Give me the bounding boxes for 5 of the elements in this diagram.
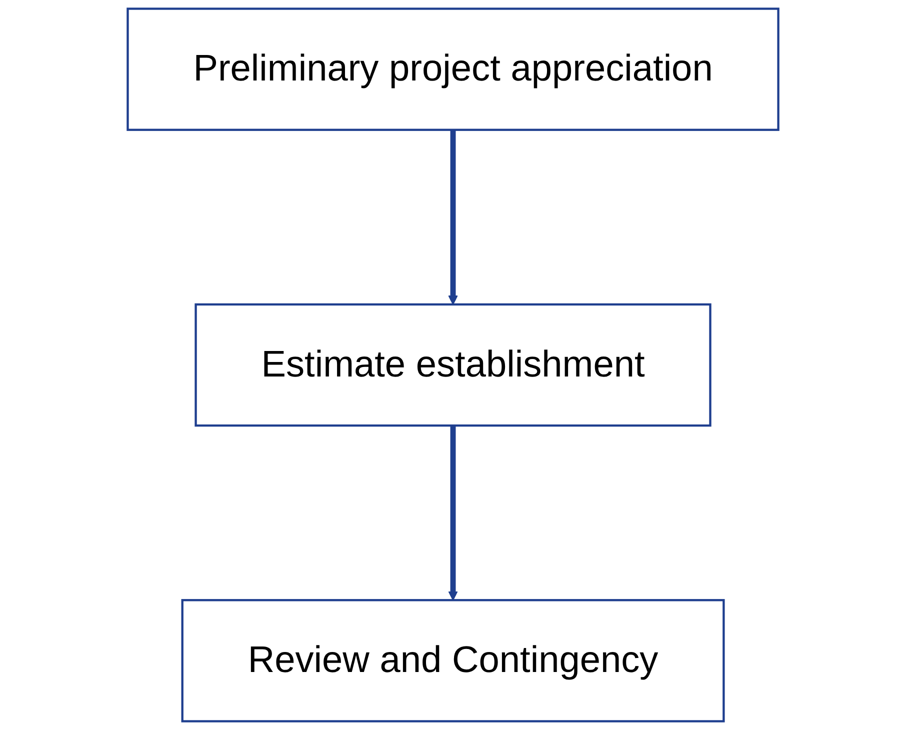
arrow — [448, 426, 458, 601]
node-box: Preliminary project appreciation — [127, 8, 780, 131]
node-box: Review and Contingency — [182, 599, 726, 722]
arrow — [448, 130, 458, 305]
node-box: Estimate establishment — [195, 303, 712, 427]
